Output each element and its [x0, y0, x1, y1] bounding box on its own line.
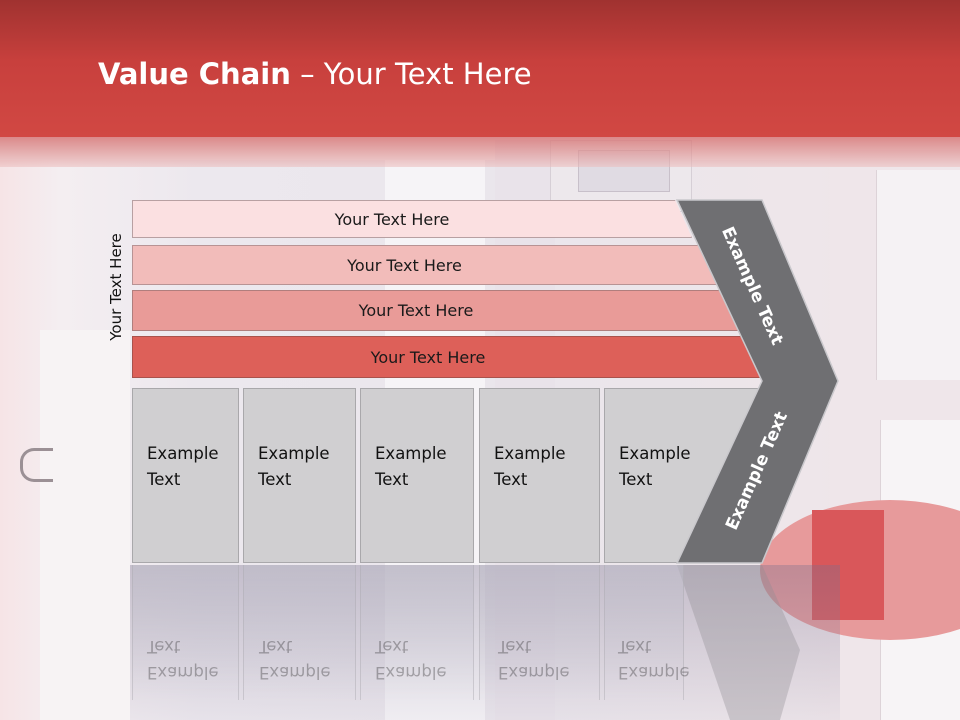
box-reflection: [360, 565, 474, 700]
activity-box-3: Example Text: [360, 388, 474, 563]
background-red-bar: [812, 510, 884, 620]
box-text-line: Example: [498, 663, 570, 682]
value-row-label: Your Text Here: [334, 209, 450, 229]
activity-box-1: Example Text: [132, 388, 239, 563]
activity-box-4: Example Text: [479, 388, 600, 563]
box-reflection: [604, 565, 684, 700]
value-row-1: Your Text Here: [132, 200, 692, 238]
header-band: [0, 137, 960, 167]
activity-box-2: Example Text: [243, 388, 356, 563]
box-text-line: Example: [258, 444, 330, 463]
box-text-line: Text: [147, 637, 181, 656]
box-text-line: Example: [618, 663, 690, 682]
chevron-shape: [675, 199, 839, 564]
box-text-line: Example: [147, 444, 219, 463]
value-row-2: Your Text Here: [132, 245, 717, 285]
box-text-line: Text: [619, 470, 653, 489]
box-reflection: [132, 565, 239, 700]
box-text-line: Text: [375, 637, 409, 656]
value-row-label: Your Text Here: [347, 255, 462, 275]
slide-title: Value Chain – Your Text Here: [98, 54, 532, 94]
chevron-reflection: [677, 565, 800, 720]
box-text-line: Example: [375, 663, 447, 682]
box-text-line: Text: [259, 637, 293, 656]
background-door-handle: [20, 448, 53, 482]
reflected-box-text: Example Text: [618, 633, 708, 685]
value-row-label: Your Text Here: [358, 301, 474, 320]
reflected-box-text: Example Text: [147, 633, 237, 685]
box-reflection: [243, 565, 356, 700]
box-text-line: Text: [494, 470, 528, 489]
box-reflection: [479, 565, 600, 700]
value-row-3: Your Text Here: [132, 290, 740, 331]
box-text-line: Example: [259, 663, 331, 682]
box-text-line: Text: [498, 637, 532, 656]
reflected-box-text: Example Text: [259, 633, 349, 685]
header-bar: [0, 0, 960, 137]
background-poster: [876, 170, 960, 380]
box-text-line: Example: [375, 444, 447, 463]
reflected-box-text: Example Text: [498, 633, 588, 685]
reflected-box-text: Example Text: [375, 633, 465, 685]
background-column: [40, 330, 130, 720]
box-text-line: Text: [258, 470, 292, 489]
box-text-line: Text: [375, 470, 409, 489]
box-text-line: Example: [619, 444, 691, 463]
reflection-area: Example Text Example Text Example Text E…: [0, 565, 960, 720]
value-row-label: Your Text Here: [370, 347, 486, 367]
box-text-line: Text: [147, 470, 181, 489]
box-text-line: Text: [618, 637, 652, 656]
slide-title-rest: – Your Text Here: [290, 57, 532, 91]
value-row-4: Your Text Here: [132, 336, 764, 378]
slide-title-bold: Value Chain: [98, 57, 291, 91]
box-text-line: Example: [147, 663, 219, 682]
box-text-line: Example: [494, 444, 566, 463]
